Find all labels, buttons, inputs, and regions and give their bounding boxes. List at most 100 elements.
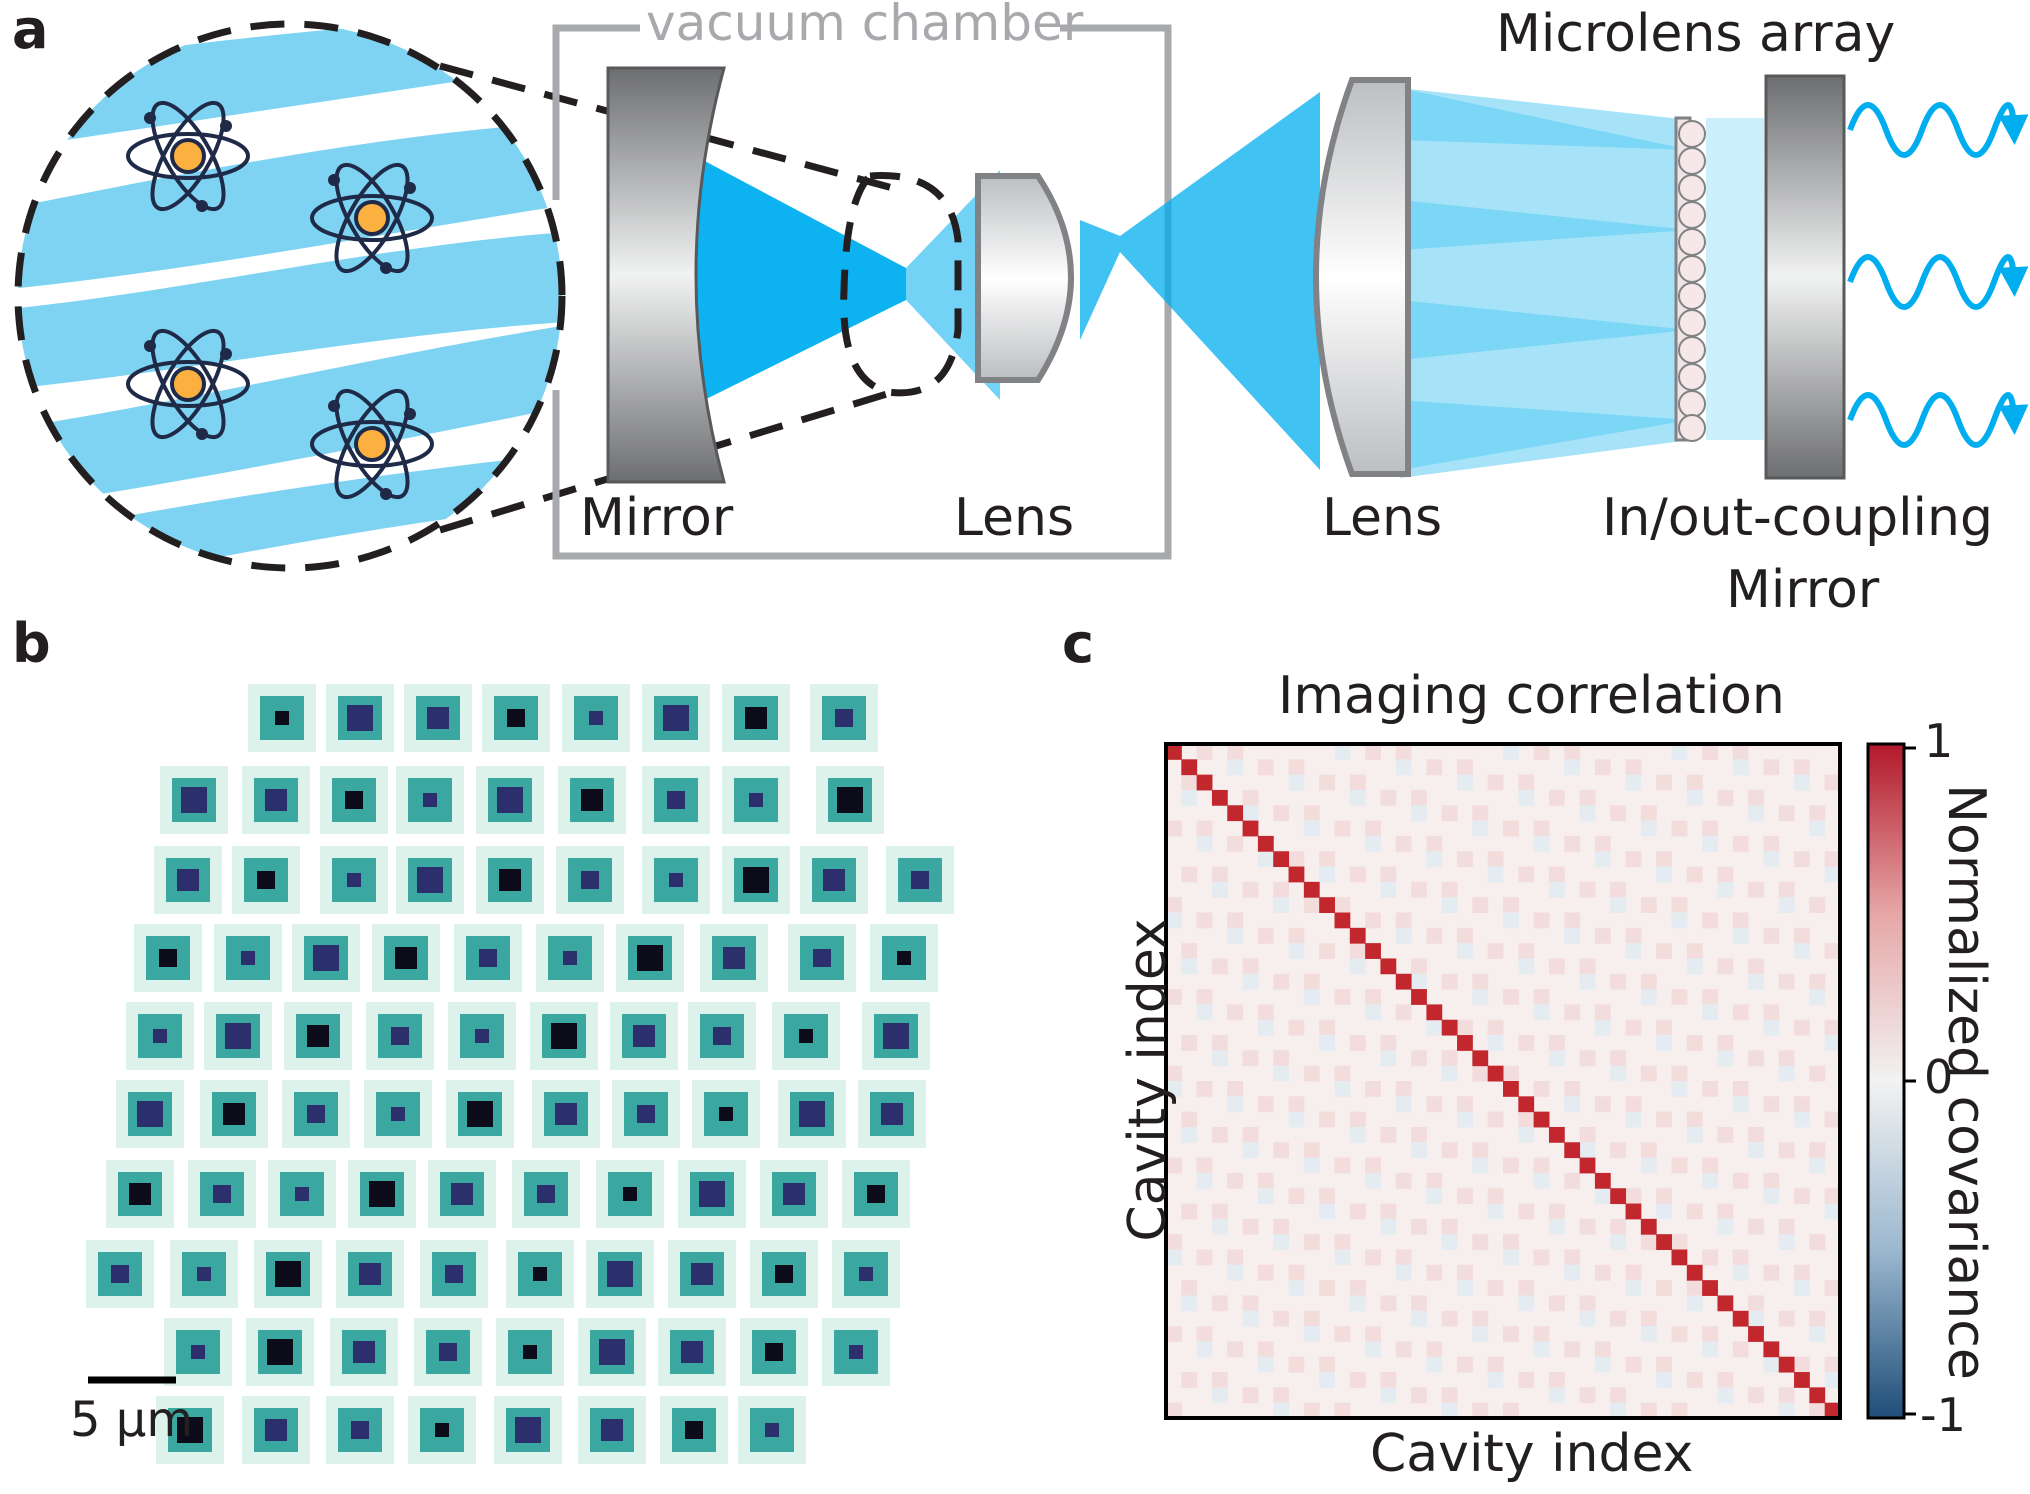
heatmap-cell — [1809, 989, 1826, 1005]
spot-core — [607, 1261, 633, 1287]
heatmap-cell — [1671, 1326, 1688, 1342]
heatmap-cell — [1717, 866, 1734, 883]
heatmap-cell — [1227, 1249, 1244, 1266]
heatmap-cell — [1288, 774, 1305, 791]
heatmap-cell — [1380, 1218, 1397, 1235]
heatmap-cell — [1426, 851, 1443, 868]
heatmap-cell — [1196, 1004, 1213, 1021]
heatmap-cell — [1518, 943, 1535, 959]
spot-core — [911, 871, 929, 889]
heatmap-cell — [1656, 1372, 1672, 1388]
heatmap-cell — [1533, 1157, 1550, 1174]
cavity-beam-left — [675, 150, 906, 410]
heatmap-cell — [1824, 1188, 1841, 1205]
spot-core — [691, 1263, 713, 1285]
spot-core — [499, 869, 521, 891]
heatmap-cell — [1288, 927, 1305, 944]
heatmap-cell — [1349, 943, 1366, 959]
heatmap-cell — [1809, 1234, 1826, 1250]
heatmap-cell — [1533, 1326, 1550, 1342]
heatmap-cell — [1564, 1249, 1581, 1266]
heatmap-cell — [1564, 1096, 1581, 1113]
heatmap-cell — [1548, 1050, 1565, 1067]
heatmap-cell — [1533, 1249, 1550, 1266]
heatmap-cell — [1273, 1065, 1290, 1082]
heatmap-cell — [1349, 1035, 1366, 1051]
heatmap-cell — [1395, 912, 1412, 929]
heatmap-cell — [1594, 927, 1611, 944]
spot-core — [137, 1101, 163, 1127]
heatmap-cell — [1196, 1172, 1213, 1189]
heatmap-cell — [1166, 989, 1182, 1005]
heatmap-cell — [1610, 881, 1627, 898]
spot-core — [347, 705, 373, 731]
heatmap-cell — [1365, 1341, 1381, 1358]
heatmap-cell — [1196, 1081, 1213, 1097]
spot-core — [823, 869, 845, 891]
spot-core — [351, 1421, 369, 1439]
heatmap-diagonal-cell — [1686, 1264, 1703, 1281]
heatmap-cell — [1702, 912, 1718, 929]
wave-arrow-icon — [1847, 392, 2029, 448]
mirror-shape — [606, 66, 726, 484]
heatmap-cell — [1794, 927, 1810, 944]
heatmap-cell — [1395, 1172, 1412, 1189]
heatmap-cell — [1257, 759, 1274, 776]
spot-core — [743, 867, 769, 893]
heatmap-title: Imaging correlation — [1278, 666, 1785, 726]
heatmap-cell — [1548, 881, 1565, 898]
heatmap-cell — [1365, 1081, 1381, 1097]
heatmap-cell — [1319, 1188, 1335, 1205]
heatmap-cell — [1778, 1310, 1795, 1327]
fluorescence-image — [86, 684, 954, 1464]
heatmap-cell — [1487, 1019, 1504, 1036]
heatmap-cell — [1748, 881, 1764, 898]
heatmap-cell — [1395, 1249, 1412, 1266]
spot-core — [633, 1025, 655, 1047]
heatmap-cell — [1242, 973, 1259, 990]
heatmap-cell — [1625, 774, 1642, 791]
heatmap-cell — [1763, 1188, 1780, 1205]
heatmap-cell — [1457, 927, 1473, 944]
heatmap-cell — [1763, 927, 1780, 944]
heatmap-cell — [1196, 1249, 1213, 1266]
heatmap-cell — [1426, 835, 1443, 852]
outer-lens-shape — [1313, 77, 1411, 477]
heatmap-cell — [1579, 1142, 1596, 1159]
heatmap-cell — [1181, 1203, 1198, 1220]
heatmap-cell — [1457, 1280, 1473, 1296]
heatmap-cell — [1794, 774, 1810, 791]
coupling-mirror-shape — [1764, 74, 1846, 480]
spot-core — [129, 1183, 151, 1205]
heatmap-cell — [1625, 1019, 1642, 1036]
heatmap-cell — [1349, 774, 1366, 791]
heatmap-cell — [1809, 1310, 1826, 1327]
heatmap-cell — [1334, 1065, 1351, 1082]
heatmap-cell — [1748, 1050, 1764, 1067]
heatmap-cell — [1426, 927, 1443, 944]
cavity-beam-right — [1400, 88, 1690, 478]
heatmap-cell — [1457, 1188, 1473, 1205]
heatmap-cell — [1763, 759, 1780, 776]
heatmap-cell — [1656, 1111, 1672, 1128]
heatmap-cell — [1487, 1188, 1504, 1205]
heatmap-cell — [1181, 774, 1198, 791]
heatmap-diagonal-cell — [1227, 805, 1244, 822]
heatmap-cell — [1640, 805, 1657, 822]
heatmap-cell — [1303, 1157, 1320, 1174]
heatmap-cell — [1748, 1218, 1764, 1235]
heatmap-cell — [1242, 789, 1259, 806]
heatmap-cell — [1196, 989, 1213, 1005]
heatmap-cell — [1319, 1019, 1335, 1036]
heatmap-cell — [1809, 1142, 1826, 1159]
heatmap-cell — [1181, 958, 1198, 975]
heatmap-diagonal-cell — [1472, 1050, 1489, 1067]
vacuum-chamber-outline — [552, 24, 1172, 560]
heatmap-cell — [1579, 1310, 1596, 1327]
spot-core — [257, 871, 275, 889]
heatmap-cell — [1273, 1142, 1290, 1159]
heatmap-diagonal-cell — [1242, 820, 1259, 837]
heatmap-cell — [1441, 1387, 1458, 1404]
heatmap-cell — [1625, 1280, 1642, 1296]
heatmap-cell — [1487, 943, 1504, 959]
